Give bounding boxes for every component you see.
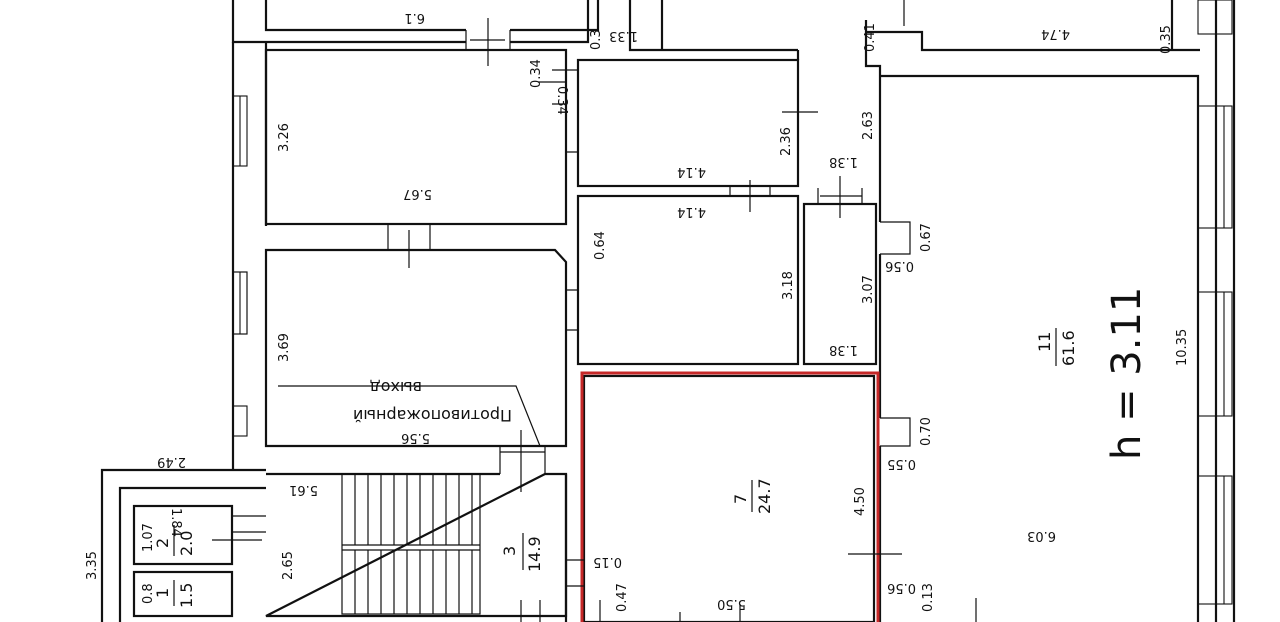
room11-number: 11: [1035, 332, 1054, 352]
bottom-walls: [539, 474, 741, 622]
room7-number: 7: [731, 494, 750, 504]
dim-top-left-width: 6.1: [404, 10, 425, 25]
dim-room11-d5: 0.13: [921, 583, 936, 612]
dim-mid-left-width: 5.56: [401, 430, 430, 445]
room-2: 1.07 1.84 2 2.0: [132, 504, 266, 566]
dim-room11-d2: 0.56: [885, 258, 914, 273]
dim-room11-d3: 0.70: [919, 417, 934, 446]
room1-number: 1: [153, 588, 172, 598]
dim-mid-left-height: 3.69: [277, 333, 292, 362]
dim-room1-d: 0.8: [141, 583, 156, 604]
dim-room7-height: 4.50: [853, 487, 868, 516]
room-top-left: 6.1 0.3 1.33: [231, 0, 798, 66]
room-3: 5.61 2.65 3 14.9: [265, 430, 568, 622]
room-7-highlight: [580, 371, 880, 622]
dim-corridor-h-top: 2.63: [861, 111, 876, 140]
right-outer-wall: [1197, 0, 1236, 622]
dim-top-left-t2: 1.33: [609, 28, 638, 43]
dim-mid-center-d: 0.64: [593, 231, 608, 260]
room2-area: 2.0: [177, 531, 196, 556]
dim-corridor-t-top: 0.41: [863, 23, 878, 52]
dim-room7-d1: 0.47: [615, 583, 630, 612]
dim-upper-left-width: 5.67: [403, 186, 432, 201]
room-mid-left: 3.69 5.56 Противопожарный выход: [232, 248, 568, 448]
dim-corridor-w-top: 1.38: [829, 154, 858, 169]
room3-area: 14.9: [525, 536, 544, 572]
dim-top-right-width: 4.74: [1041, 26, 1070, 41]
ceiling-height-label: h = 3.11: [1104, 287, 1150, 460]
room7-area: 24.7: [755, 478, 774, 514]
staircase: [341, 473, 481, 615]
dim-corridor-w-bot: 1.38: [829, 342, 858, 357]
dim-top-right-t: 0.35: [1159, 25, 1174, 54]
room3-number: 3: [500, 546, 519, 556]
dim-upper-left-d1: 0.34: [529, 59, 544, 88]
room-top-right: 4.74 0.35: [1041, 0, 1174, 54]
room11-area: 61.6: [1059, 330, 1078, 366]
dim-upper-left-height: 3.26: [277, 123, 292, 152]
door-upper-mid-left: [387, 224, 431, 268]
fire-exit-label-2: выход: [370, 378, 422, 397]
room-upper-left: 3.26 5.67 0.34 0.34: [264, 48, 569, 226]
dim-upper-center-height: 2.36: [779, 127, 794, 156]
left-outer-wall: [231, 42, 268, 470]
dim-room7-width: 5.50: [717, 596, 746, 611]
dim-room2-d2: 1.84: [168, 508, 183, 537]
dim-room2-d1: 1.07: [141, 523, 156, 552]
dim-upper-left-d2: 0.34: [554, 86, 569, 115]
room-11: 0.67 0.56 0.70 0.55 10.35 6.03 0.13 0.56…: [878, 74, 1200, 622]
dim-room3-height: 2.65: [281, 551, 296, 580]
room2-number: 2: [153, 538, 172, 548]
dim-mid-center-width: 4.14: [677, 204, 706, 219]
room1-area: 1.5: [177, 583, 196, 608]
dim-corridor-h: 3.07: [861, 275, 876, 304]
dim-left-wing-width: 2.49: [157, 454, 186, 469]
room-mid-center: 4.14 3.18 0.64: [566, 194, 800, 366]
dim-room7-d2: 0.15: [593, 554, 622, 569]
room-1: 0.8 1 1.5: [132, 570, 234, 618]
corridor: 1.38 3.07 1.38 2.63 0.41: [796, 0, 1200, 366]
dim-room11-d1: 0.67: [919, 223, 934, 252]
dim-upper-center-width: 4.14: [677, 164, 706, 179]
room-upper-center: 2.36 4.14: [566, 58, 818, 212]
dim-mid-center-height: 3.18: [781, 271, 796, 300]
left-wing: 2.49 3.35 1.07 1.84 2 2.0 0.8 1 1.5: [85, 454, 266, 622]
dim-room3-width: 5.61: [289, 482, 318, 497]
dim-left-wing-height: 3.35: [85, 551, 100, 580]
dim-room11-height: 10.35: [1175, 329, 1190, 366]
dim-top-left-t1: 0.3: [589, 29, 604, 50]
fire-exit-label-1: Противопожарный: [353, 406, 512, 425]
dim-room11-d4: 0.55: [887, 456, 916, 471]
room-7: 7 24.7 4.50 5.50 0.47 0.15: [566, 371, 902, 622]
dim-room11-d6: 0.56: [887, 580, 916, 595]
dim-room11-width: 6.03: [1027, 528, 1056, 543]
